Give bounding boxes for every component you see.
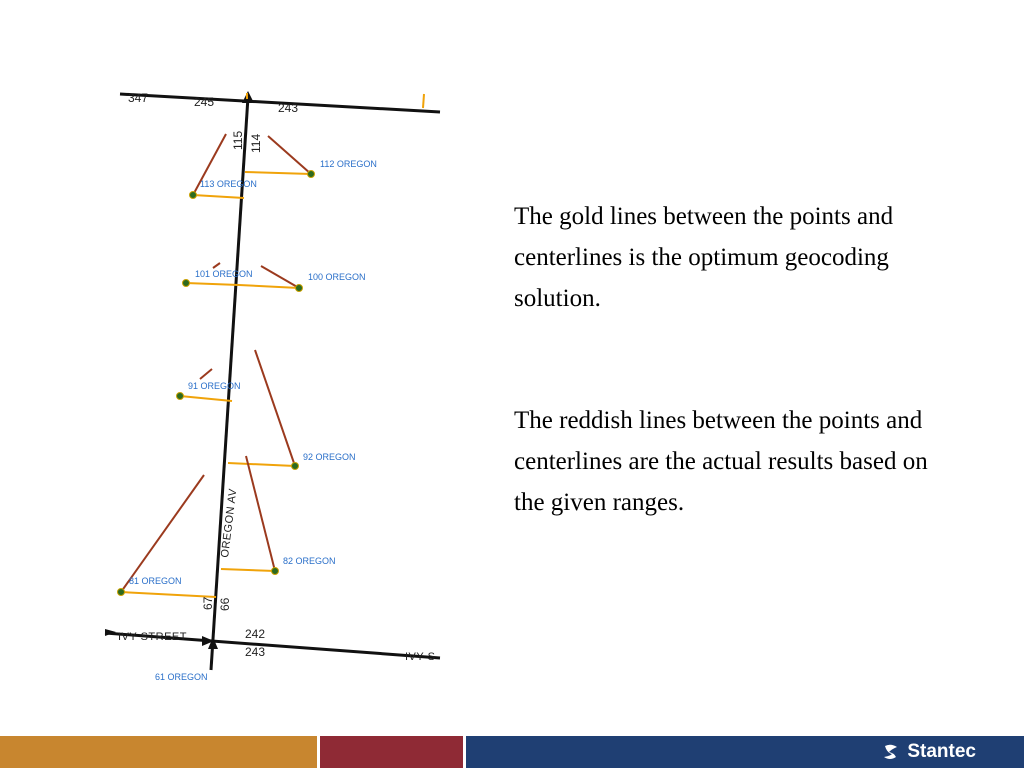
street-label-ivy-left: IVY STREET <box>118 631 187 643</box>
gold-line <box>192 194 245 199</box>
point-labels: 112 OREGON 113 OREGON 101 OREGON 100 ORE… <box>129 159 377 680</box>
address-point <box>117 588 125 596</box>
point-label-113: 113 OREGON <box>200 179 257 189</box>
point-label-100: 100 OREGON <box>308 272 366 282</box>
segment-number: 66 <box>218 597 232 611</box>
arrow-icon-bottom-right <box>202 636 214 646</box>
segment-number: 347 <box>128 91 148 105</box>
point-label-91: 91 OREGON <box>188 381 241 391</box>
gold-mark-top-right <box>422 93 425 109</box>
address-point <box>189 191 197 199</box>
address-point <box>271 567 279 575</box>
segment-number: 67 <box>201 596 215 610</box>
red-line <box>120 474 205 593</box>
gold-line <box>238 284 300 289</box>
ivy-street-line <box>104 631 441 660</box>
segment-number: 115 <box>231 131 245 150</box>
address-points <box>117 170 315 596</box>
footer-bar: Stantec <box>0 736 1024 768</box>
red-line <box>267 135 312 175</box>
gold-line <box>227 462 296 467</box>
gold-line <box>244 171 312 175</box>
segment-number: 114 <box>249 134 263 153</box>
point-label-81: 81 OREGON <box>129 576 182 586</box>
stantec-logo-text: Stantec <box>907 741 976 762</box>
red-line <box>199 368 213 380</box>
segment-number: 243 <box>278 101 298 115</box>
point-label-92: 92 OREGON <box>303 452 356 462</box>
red-line <box>254 349 296 467</box>
stantec-logo-icon <box>884 744 898 759</box>
arrow-icon-bottom-up <box>208 637 218 649</box>
arrow-icon-left <box>105 629 116 636</box>
gold-line <box>120 591 217 598</box>
geocoding-map: 112 OREGON 113 OREGON 101 OREGON 100 ORE… <box>104 91 441 680</box>
footer-segment-gold <box>0 736 317 768</box>
gold-line <box>220 568 276 572</box>
red-line <box>192 133 227 196</box>
red-line <box>260 265 300 289</box>
red-lines <box>120 133 312 593</box>
address-point <box>176 392 184 400</box>
oregon-av-centerline <box>209 96 250 671</box>
stantec-logo: Stantec <box>881 740 976 764</box>
red-line <box>245 455 276 572</box>
address-point <box>295 284 303 292</box>
point-label-cut-off: 61 OREGON <box>155 672 208 680</box>
address-point <box>182 279 190 287</box>
gold-line <box>179 395 233 402</box>
top-street-line <box>119 92 441 114</box>
gold-lines-explanation: The gold lines between the points and ce… <box>514 203 894 312</box>
segment-number: 245 <box>194 95 214 109</box>
street-label-ivy-right: IVY S <box>405 651 435 663</box>
gold-lines <box>120 171 312 598</box>
footer-segment-blue: Stantec <box>466 736 1024 768</box>
red-lines-explanation: The reddish lines between the points and… <box>514 407 928 516</box>
segment-number: 243 <box>245 645 265 659</box>
point-label-82: 82 OREGON <box>283 556 336 566</box>
point-label-112: 112 OREGON <box>320 159 377 169</box>
point-label-101: 101 OREGON <box>195 269 253 279</box>
segment-number: 242 <box>245 627 265 641</box>
red-line <box>212 262 221 269</box>
footer-segment-red <box>320 736 463 768</box>
address-point <box>291 462 299 470</box>
gold-line <box>185 282 240 286</box>
address-point <box>307 170 315 178</box>
